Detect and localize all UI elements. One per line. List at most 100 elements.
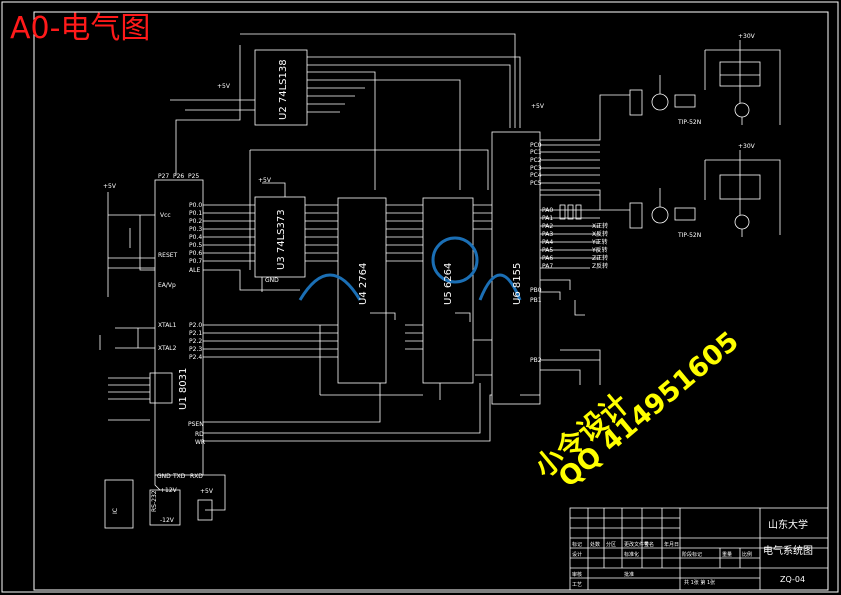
title-block [569, 507, 829, 591]
pc3-label: PC3 [530, 165, 542, 172]
tb-row-label-3: 更改文件号 [624, 541, 649, 548]
plus5v-label-1: +5V [103, 183, 117, 190]
tb-row3-label-1: 工艺 [572, 582, 582, 588]
p2-1-label: P2.1 [189, 330, 202, 337]
u2-chip [254, 49, 308, 126]
pc4-label: PC4 [530, 172, 542, 179]
plus5v-label-3: +5V [258, 177, 272, 184]
pb0-label: PB0 [530, 287, 542, 294]
pa6-label: PA6 [542, 255, 553, 262]
vcc-label: Vcc [160, 212, 171, 219]
plus5v-label-2: +5V [217, 83, 231, 90]
reset-label: RESET [158, 252, 178, 259]
motor-label-3: Y反转 [591, 246, 608, 254]
pc1-label: PC1 [530, 149, 542, 156]
rs232-block [149, 489, 181, 526]
tb-drawing-name: 电气系统图 [763, 544, 813, 557]
p26-label: P26 [173, 173, 184, 180]
minus12v-label: -12V [160, 517, 175, 524]
p0-7-label: P0.7 [189, 258, 202, 265]
p0-4-label: P0.4 [189, 234, 202, 241]
p2-3-label: P2.3 [189, 346, 202, 353]
pa1-label: PA1 [542, 215, 553, 222]
tb-row2-label-3: 重量 [722, 551, 732, 558]
ale-label: ALE [189, 267, 200, 274]
rxd-label: RXD [190, 473, 203, 480]
pb2-label: PB2 [530, 357, 542, 364]
p2-0-label: P2.0 [189, 322, 202, 329]
u1-label: U1 8031 [178, 368, 189, 410]
gnd-label: GND [157, 473, 171, 480]
p0-2-label: P0.2 [189, 218, 202, 225]
u3-label: U3 74LS373 [276, 209, 287, 270]
u6-label: U6 8155 [512, 263, 523, 305]
tb-row-label-5: 年月日 [664, 541, 679, 548]
p2-2-label: P2.2 [189, 338, 202, 345]
tb-row2-label-1: 标准化 [624, 551, 639, 558]
p0-5-label: P0.5 [189, 242, 202, 249]
pb1-label: PB1 [530, 297, 542, 304]
tb-row-label-0: 标记 [572, 541, 582, 548]
tb-school: 山东大学 [768, 518, 808, 531]
pa3-label: PA3 [542, 231, 553, 238]
pc5-label: PC5 [530, 180, 542, 187]
p0-1-label: P0.1 [189, 210, 202, 217]
pa4-label: PA4 [542, 239, 553, 246]
rs232-label: RS-232 [151, 490, 158, 512]
pa0-label: PA0 [542, 207, 553, 214]
tb-drawing-no: ZQ-04 [780, 575, 805, 584]
p0-6-label: P0.6 [189, 250, 202, 257]
plus12v-label: +12V [160, 487, 178, 494]
p0-3-label: P0.3 [189, 226, 202, 233]
tb-sheet-info: 共 1张 第 1张 [684, 579, 715, 586]
tb-row-label-1: 处数 [590, 541, 600, 548]
p25-label: P25 [188, 173, 199, 180]
tip-label-2: TIP-52N [677, 232, 701, 239]
u5-chip [422, 197, 474, 384]
pc2-label: PC2 [530, 157, 542, 164]
motor-label-1: X反转 [592, 230, 608, 238]
ea-label: EA/Vp [158, 282, 176, 289]
motor-label-4: Z正转 [592, 254, 608, 262]
pc0-label: PC0 [530, 142, 542, 149]
plus5v-label-4: +5V [531, 103, 545, 110]
motor-label-2: Y正转 [591, 238, 608, 246]
tip-label-1: TIP-52N [677, 119, 701, 126]
wr-label: WR [195, 439, 205, 446]
psen-label: PSEN [188, 421, 204, 428]
tb-row-label-4: 签名 [644, 541, 654, 548]
u4-chip [337, 197, 387, 384]
u5-label: U5 6264 [443, 263, 454, 305]
u4-label: U4 2764 [358, 263, 369, 305]
pa2-label: PA2 [542, 223, 553, 230]
rd-label: RD [195, 431, 204, 438]
tb-row3-label-2: 批准 [624, 571, 634, 578]
inner-border [33, 11, 829, 591]
tb-row3-label-0: 审核 [572, 571, 582, 578]
tb-row2-label-2: 阶段标记 [682, 551, 702, 558]
u1-chip [154, 179, 204, 476]
schematic-wires [99, 33, 829, 591]
motor-label-0: X正转 [592, 222, 608, 230]
u2-label: U2 74LS138 [278, 59, 289, 120]
ic-label: IC [112, 508, 119, 514]
xtal1-label: XTAL1 [158, 322, 177, 329]
txd-label: TXD [172, 473, 186, 480]
pa7-label: PA7 [542, 263, 553, 270]
ic-block [104, 479, 134, 529]
tb-row-label-2: 分区 [606, 541, 616, 548]
gnd-label-2: GND [265, 277, 279, 284]
plus30v-label-2: +30V [738, 143, 756, 150]
p2-4-label: P2.4 [189, 354, 202, 361]
motor-label-5: Z反转 [592, 262, 608, 270]
tb-row2-label-4: 比例 [742, 551, 752, 558]
plus30v-label-1: +30V [738, 33, 756, 40]
pa5-label: PA5 [542, 247, 553, 254]
p0-0-label: P0.0 [189, 202, 202, 209]
tb-row2-label-0: 设计 [572, 551, 582, 558]
xtal2-label: XTAL2 [158, 345, 177, 352]
plus5v-label-5: +5V [200, 488, 214, 495]
sheet-title: A0-电气图 [10, 11, 151, 46]
